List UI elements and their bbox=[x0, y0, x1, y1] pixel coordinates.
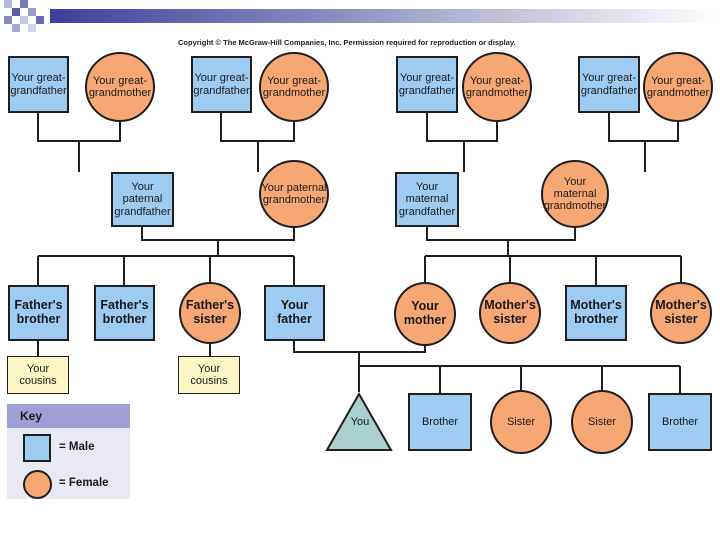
brother-1: Brother bbox=[408, 393, 472, 451]
fathers-brother-1: Father's brother bbox=[8, 285, 69, 341]
you-label: You bbox=[350, 416, 370, 428]
fathers-brother-2: Father's brother bbox=[94, 285, 155, 341]
paternal-grandmother: Your paternal grandmother bbox=[259, 160, 329, 228]
slide-banner bbox=[0, 0, 720, 36]
maternal-grandmother: Your maternal grandmother bbox=[541, 160, 609, 228]
great-grandfather-3: Your great-grandfather bbox=[396, 56, 458, 113]
great-grandmother-4: Your great-grandmother bbox=[643, 52, 713, 122]
legend-header: Key bbox=[7, 404, 130, 428]
great-grandmother-3: Your great-grandmother bbox=[462, 52, 532, 122]
mothers-brother: Mother's brother bbox=[565, 285, 627, 341]
your-father: Your father bbox=[264, 285, 325, 341]
checker-pattern bbox=[0, 0, 48, 36]
female-circle-symbol bbox=[23, 470, 52, 499]
you-triangle bbox=[325, 392, 393, 451]
cousins-2: Your cousins bbox=[178, 356, 240, 394]
maternal-grandfather: Your maternal grandfather bbox=[395, 172, 459, 227]
male-square-symbol bbox=[23, 434, 51, 462]
great-grandfather-2: Your great-grandfather bbox=[191, 56, 252, 113]
copyright-notice: Copyright © The McGraw-Hill Companies, I… bbox=[178, 38, 516, 47]
fathers-sister: Father's sister bbox=[179, 282, 241, 344]
great-grandmother-1: Your great-grandmother bbox=[85, 52, 155, 122]
legend-female-label: = Female bbox=[59, 477, 109, 489]
legend-title: Key bbox=[20, 409, 43, 423]
your-mother: Your mother bbox=[394, 282, 456, 346]
sister-2: Sister bbox=[571, 390, 633, 454]
brother-2: Brother bbox=[648, 393, 712, 451]
banner-gradient bbox=[50, 9, 720, 23]
great-grandfather-1: Your great-grandfather bbox=[8, 56, 69, 113]
great-grandfather-4: Your great-grandfather bbox=[578, 56, 640, 113]
legend-male-label: = Male bbox=[59, 441, 95, 453]
cousins-1: Your cousins bbox=[7, 356, 69, 394]
great-grandmother-2: Your great-grandmother bbox=[259, 52, 329, 122]
paternal-grandfather: Your paternal grandfather bbox=[111, 172, 174, 227]
sister-1: Sister bbox=[490, 390, 552, 454]
legend-key: Key = Male = Female bbox=[7, 404, 130, 499]
mothers-sister-2: Mother's sister bbox=[650, 282, 712, 344]
mothers-sister-1: Mother's sister bbox=[479, 282, 541, 344]
